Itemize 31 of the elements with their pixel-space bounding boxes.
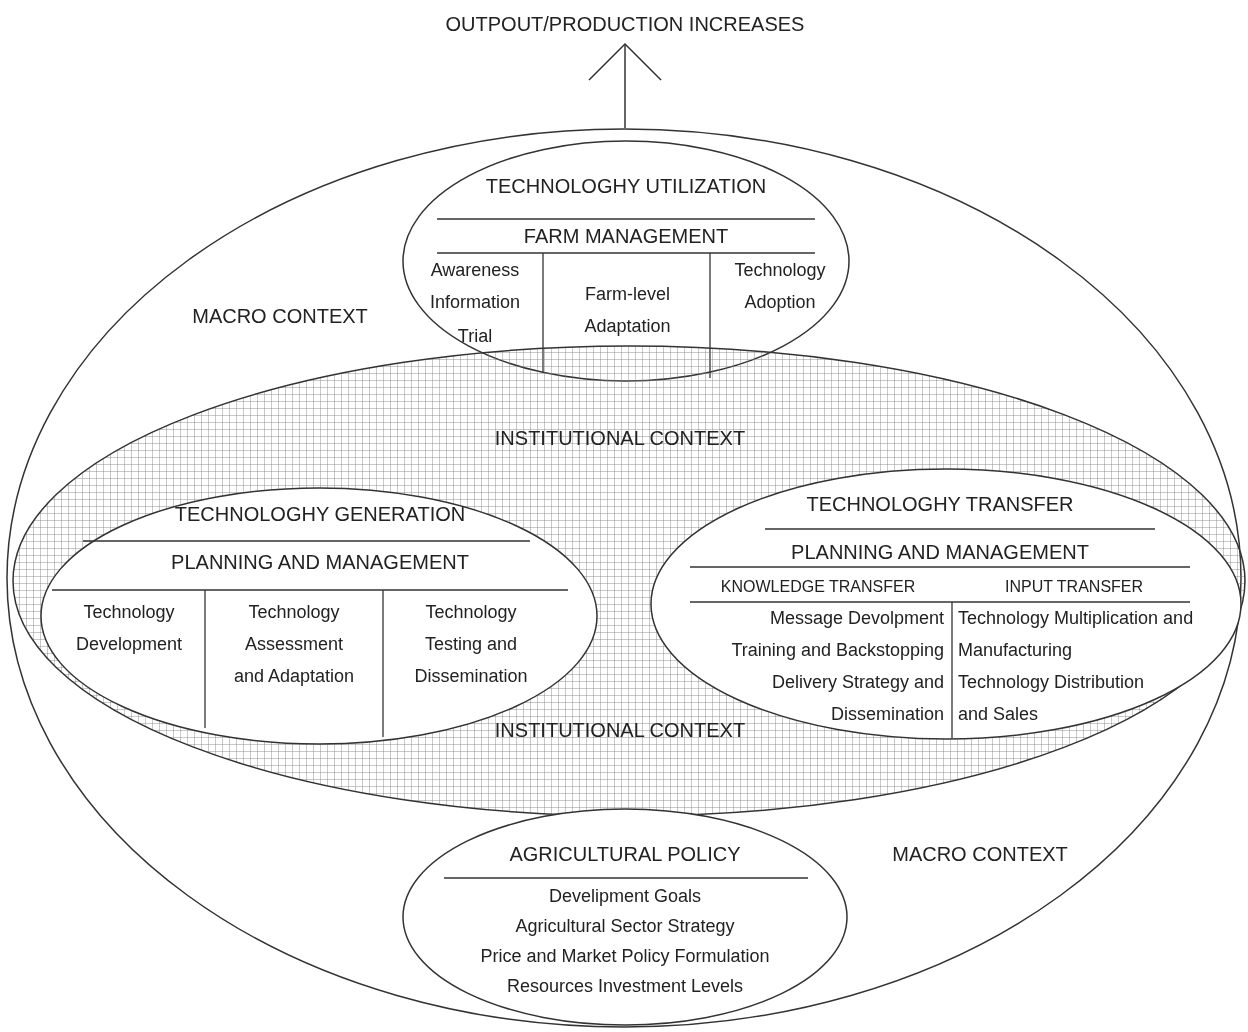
column-heading: KNOWLEDGE TRANSFER [719, 577, 917, 597]
list-item: Information [428, 291, 521, 314]
section-heading: FARM MANAGEMENT [522, 224, 730, 249]
context-label: INSTITUTIONAL CONTEXT [493, 426, 747, 451]
list-item: Trial [456, 325, 494, 348]
list-item: Price and Market Policy Formulation [479, 945, 771, 968]
context-label: MACRO CONTEXT [891, 842, 1069, 867]
list-item: Training and Backstopping [730, 639, 944, 662]
context-label: MACRO CONTEXT [191, 304, 369, 329]
column-text: Technology Testing and Dissemination [413, 601, 529, 688]
column-text: Technology Development [74, 601, 184, 656]
column-text: Farm-level Adaptation [583, 283, 672, 338]
list-item: Technology Distribution and Sales [958, 671, 1146, 726]
title-text: TECHNOLOGHY UTILIZATION [484, 174, 768, 199]
list-item: Agricultural Sector Strategy [514, 915, 736, 938]
column-text: Technology Assessment and Adaptation [232, 601, 356, 688]
heading-text: OUTPOUT/PRODUCTION INCREASES [444, 12, 806, 37]
title-text: TECHNOLOGHY GENERATION [173, 502, 467, 527]
section-heading: PLANNING AND MANAGEMENT [790, 540, 1090, 565]
list-item: Awareness [429, 259, 521, 282]
context-label: INSTITUTIONAL CONTEXT [493, 718, 747, 743]
list-item: Technology Multiplication and Manufacturing [958, 607, 1195, 662]
column-heading: INPUT TRANSFER [1003, 577, 1145, 597]
list-item: Message Devolpment [768, 607, 944, 630]
list-item: Resources Investment Levels [505, 975, 745, 998]
list-item: Develipment Goals [547, 885, 703, 908]
column-text: Technology Adoption [733, 259, 827, 314]
arrow [588, 43, 662, 129]
section-heading: PLANNING AND MANAGEMENT [170, 550, 470, 575]
title-text: TECHNOLOGHY TRANSFER [805, 492, 1075, 517]
title-text: AGRICULTURAL POLICY [508, 842, 742, 867]
